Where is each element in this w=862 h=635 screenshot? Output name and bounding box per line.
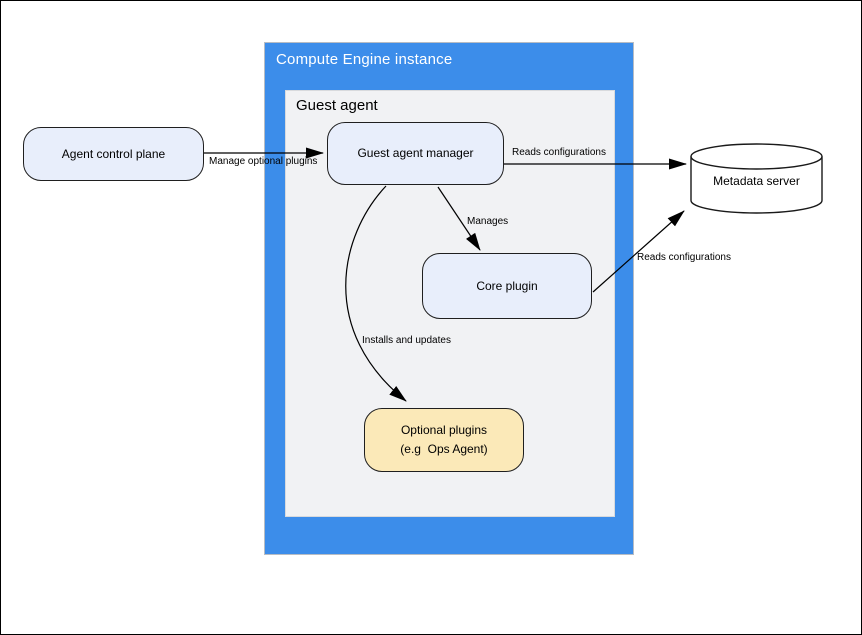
node-core-plugin: Core plugin: [422, 253, 592, 319]
node-agent-control-plane: Agent control plane: [23, 127, 204, 181]
guest-agent-title: Guest agent: [296, 97, 378, 114]
node-guest-agent-manager-label: Guest agent manager: [357, 146, 474, 161]
edge-label-manager-reads-configurations: Reads configurations: [512, 147, 606, 158]
node-core-plugin-label: Core plugin: [476, 278, 538, 293]
edge-label-manages: Manages: [467, 216, 509, 227]
node-optional-plugins: Optional plugins (e.g Ops Agent): [364, 408, 524, 472]
edge-label-core-reads-configurations: Reads configurations: [637, 252, 731, 263]
edge-label-installs-and-updates: Installs and updates: [362, 335, 451, 346]
database-cylinder-icon: [690, 143, 823, 214]
node-optional-plugins-label-line1: Optional plugins: [400, 423, 488, 438]
node-agent-control-plane-label: Agent control plane: [61, 146, 166, 161]
compute-engine-title: Compute Engine instance: [276, 51, 453, 68]
node-optional-plugins-label-line2: (e.g Ops Agent): [400, 442, 488, 456]
node-guest-agent-manager: Guest agent manager: [327, 122, 504, 185]
node-metadata-server: Metadata server: [690, 143, 823, 214]
node-metadata-server-label: Metadata server: [713, 174, 800, 188]
edge-label-manage-optional-plugins: Manage optional plugins: [209, 156, 318, 167]
